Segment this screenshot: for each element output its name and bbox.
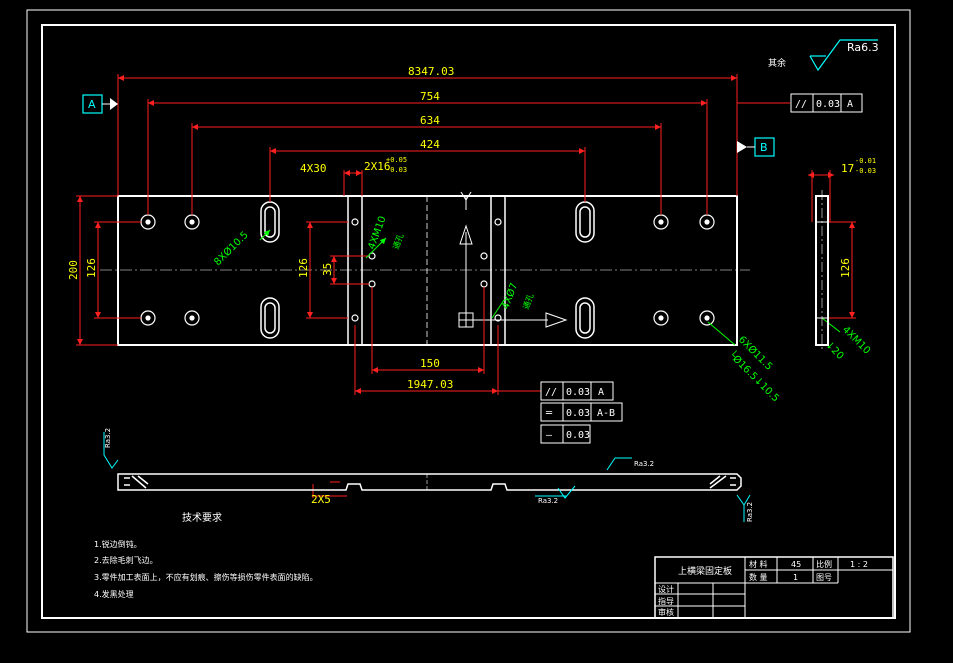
callout-side-4xm10: 4XM10 bbox=[840, 324, 872, 356]
tol-1-datum: A bbox=[598, 387, 604, 398]
callout-4xphi7: 4XØ7 bbox=[500, 281, 521, 311]
dim-150: 150 bbox=[420, 357, 440, 370]
dim-17: 17 bbox=[841, 162, 854, 175]
roughness-bottom-right: Ra3.2 bbox=[634, 460, 654, 468]
dim-2x5: 2X5 bbox=[311, 493, 331, 506]
tol-1-value: 0.03 bbox=[566, 387, 590, 398]
svg-text:Ra6.3: Ra6.3 bbox=[847, 41, 879, 54]
roughness-bottom-mid: Ra3.2 bbox=[538, 497, 558, 505]
dim-17-tol-a: -0.01 bbox=[855, 157, 876, 165]
reviewer-label: 指导 bbox=[658, 596, 674, 606]
approver-label: 审核 bbox=[658, 607, 674, 617]
scale-value: 1 : 2 bbox=[850, 560, 868, 569]
dim-126-mid: 126 bbox=[297, 258, 310, 278]
tol-top-datum: A bbox=[847, 99, 853, 110]
svg-text:B: B bbox=[760, 141, 768, 154]
datum-b: B bbox=[737, 137, 775, 157]
tech-req-item-3: 3.零件加工表面上，不应有划痕、擦伤等损伤零件表面的缺陷。 bbox=[94, 572, 318, 582]
tol-2-datum: A-B bbox=[597, 408, 615, 419]
roughness-overall: 其余 Ra6.3 bbox=[768, 39, 879, 72]
material-label: 材 料 bbox=[749, 559, 768, 569]
callout-side-depth: ↓20 bbox=[823, 339, 846, 362]
side-view bbox=[815, 190, 829, 350]
tol-3-value: 0.03 bbox=[566, 430, 590, 441]
callout-4xm10: 4XM10 bbox=[366, 215, 388, 251]
bottom-view bbox=[117, 473, 742, 491]
svg-text:其余: 其余 bbox=[768, 57, 786, 69]
tol-top-value: 0.03 bbox=[816, 99, 840, 110]
inner-border bbox=[41, 24, 896, 619]
tol-3-symbol: — bbox=[546, 430, 553, 441]
part-name: 上横梁固定板 bbox=[678, 565, 732, 577]
dim-tol-upper: +0.05 bbox=[386, 156, 407, 164]
main-view bbox=[100, 191, 750, 346]
qty-label: 数 量 bbox=[749, 572, 768, 582]
dim-200: 200 bbox=[67, 260, 80, 280]
svg-text:A: A bbox=[88, 98, 96, 111]
dim-126-side: 126 bbox=[839, 258, 852, 278]
dim-2x16: 2X16 bbox=[364, 160, 391, 173]
tolerance-frame-top bbox=[790, 93, 863, 113]
tol-2-symbol: ═ bbox=[545, 408, 553, 419]
dim-634: 634 bbox=[420, 114, 440, 127]
roughness-side-right: Ra3.2 bbox=[746, 502, 754, 522]
outer-border bbox=[26, 9, 911, 633]
scale-label: 比例 bbox=[816, 559, 832, 569]
dim-754: 754 bbox=[420, 90, 440, 103]
tol-2-value: 0.03 bbox=[566, 408, 590, 419]
dim-424: 424 bbox=[420, 138, 440, 151]
title-block bbox=[654, 556, 894, 619]
plate-outline bbox=[117, 195, 738, 346]
tol-1-symbol: // bbox=[545, 387, 557, 398]
tech-req-item-4: 4.发黑处理 bbox=[94, 589, 134, 599]
callout-8x-holes: 8XØ10.5 bbox=[212, 229, 251, 268]
dim-overall: 8347.03 bbox=[408, 65, 454, 78]
callout-thru-a: 通孔 bbox=[390, 232, 405, 250]
designer-label: 设计 bbox=[658, 584, 674, 594]
dimension-lines bbox=[76, 74, 856, 498]
material-value: 45 bbox=[791, 560, 801, 569]
dim-126-left: 126 bbox=[85, 258, 98, 278]
qty-value: 1 bbox=[793, 573, 798, 582]
dim-35: 35 bbox=[321, 263, 334, 276]
dim-1947: 1947.03 bbox=[407, 378, 453, 391]
tol-top-symbol: // bbox=[795, 99, 807, 110]
dim-17-tol-b: -0.03 bbox=[855, 167, 876, 175]
roughness-side-left: Ra3.2 bbox=[104, 428, 112, 448]
tech-req-item-2: 2.去除毛刺飞边。 bbox=[94, 555, 158, 565]
tech-req-item-1: 1.锐边倒钝。 bbox=[94, 539, 142, 549]
drawing-no-label: 图号 bbox=[816, 573, 832, 582]
dim-4x30: 4X30 bbox=[300, 162, 327, 175]
callout-thru-b: 通孔 bbox=[520, 292, 535, 310]
tolerance-frames bbox=[540, 381, 623, 444]
tech-req-title: 技术要求 bbox=[182, 511, 222, 524]
dim-tol-lower: -0.03 bbox=[386, 166, 407, 174]
datum-a: A bbox=[82, 94, 118, 114]
